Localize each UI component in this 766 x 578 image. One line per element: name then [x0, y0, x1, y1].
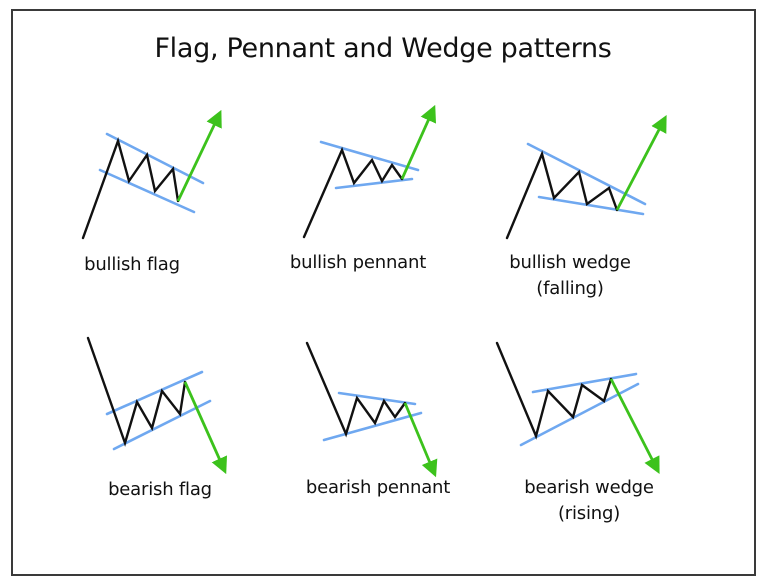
label-line: bearish pennant [305, 477, 451, 498]
label-bullish-wedge: bullish wedge (falling) [470, 250, 670, 302]
lower-trendline [98, 168, 196, 214]
breakout-arrow-down-icon [609, 378, 660, 474]
label-line-2: (falling) [536, 278, 604, 299]
price-line [505, 150, 619, 240]
label-bullish-flag: bullish flag [32, 252, 232, 278]
bullish-flag-pattern [81, 109, 222, 240]
label-line: bullish wedge [509, 252, 631, 273]
price-line [305, 341, 407, 438]
upper-trendline [337, 391, 417, 406]
breakout-arrow-down-icon [183, 381, 228, 475]
upper-trendline [105, 370, 204, 416]
label-line: bearish wedge [524, 477, 654, 498]
lower-trendline [322, 411, 423, 442]
label-line: bearish flag [108, 479, 212, 500]
label-bullish-pennant: bullish pennant [258, 250, 458, 276]
breakout-arrow-up-icon [615, 115, 667, 211]
label-bearish-flag: bearish flag [60, 477, 260, 503]
upper-trendline [531, 372, 638, 394]
label-line-2: (rising) [557, 503, 621, 524]
lower-trendline [112, 399, 212, 451]
lower-trendline [537, 195, 645, 216]
price-line [302, 146, 404, 239]
breakout-arrow-down-icon [403, 402, 438, 478]
price-line [86, 336, 187, 447]
price-line [81, 137, 180, 240]
bullish-pennant-pattern [302, 104, 437, 239]
diagram-title: Flag, Pennant and Wedge patterns [154, 33, 612, 64]
lower-trendline [334, 177, 414, 190]
bullish-wedge-pattern [505, 115, 667, 240]
bearish-flag-pattern [86, 336, 228, 475]
bearish-pennant-pattern [305, 341, 438, 478]
label-line: bullish flag [84, 254, 180, 275]
label-bearish-pennant: bearish pennant [278, 475, 478, 501]
bearish-wedge-pattern [495, 341, 660, 474]
upper-trendline [105, 132, 205, 185]
breakout-arrow-up-icon [400, 104, 437, 180]
diagram-frame [11, 9, 756, 576]
upper-trendline [526, 142, 647, 206]
breakout-arrow-up-icon [176, 109, 222, 202]
label-bearish-wedge: bearish wedge (rising) [489, 475, 689, 527]
label-line: bullish pennant [289, 252, 427, 273]
price-line [495, 341, 613, 440]
upper-trendline [319, 140, 420, 172]
